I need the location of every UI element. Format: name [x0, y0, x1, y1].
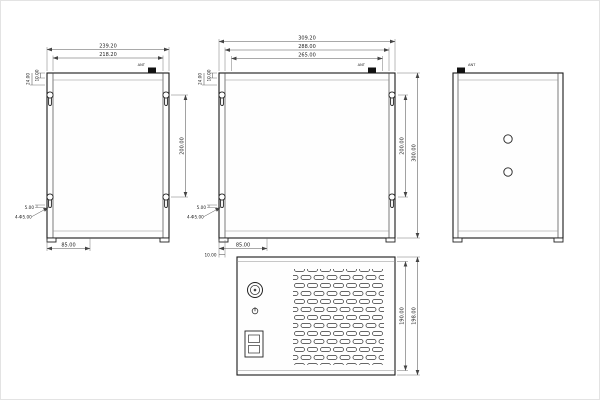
dim-a-hole-callout: 4-Φ5.00: [15, 215, 32, 220]
view-b-main-panel: ANT: [218, 63, 396, 243]
dim-a-slot-offset: 5.00: [25, 205, 35, 210]
dim-d-height-outer: 198.00: [412, 307, 418, 325]
view-b-dimensions: 309.20 288.00 265.00 10.00 24.00 5.00 4-…: [187, 36, 420, 258]
connector-label: ANT: [358, 63, 366, 67]
vent-grille: [293, 269, 384, 365]
dim-a-top-offset: 10.00: [35, 69, 40, 81]
dim-b-bottom: 85.00: [236, 243, 250, 249]
dim-a-width-outer: 239.20: [99, 44, 117, 50]
top-connector: [368, 67, 376, 73]
dim-a-width-inner: 218.20: [99, 52, 117, 58]
dim-b-hole-top-offset: 24.00: [198, 73, 203, 85]
dim-a-hole-top-offset: 24.00: [26, 73, 31, 85]
power-button: [247, 282, 263, 298]
dim-b-width-inner: 265.00: [298, 53, 316, 59]
mount-hole: [503, 134, 513, 144]
view-c-outline: [452, 72, 564, 239]
power-symbol-icon: [251, 307, 259, 315]
top-connector: [457, 67, 465, 73]
connector-label: ANT: [468, 63, 476, 67]
foot: [46, 237, 57, 243]
dim-b-hole-spacing: 200.00: [400, 137, 406, 155]
mount-hole: [503, 167, 513, 177]
foot: [553, 237, 564, 243]
foot: [452, 237, 463, 243]
dim-b-slot-offset: 5.00: [197, 205, 207, 210]
view-c-side-panel: ANT: [452, 63, 564, 243]
view-a-side-panel: ANT: [46, 63, 170, 243]
foot: [218, 237, 229, 243]
view-a-dimensions: 239.20 218.20 10.00 24.00 200.00 5.00 4-…: [15, 44, 188, 251]
dim-b-hole-callout: 4-Φ5.00: [187, 215, 204, 220]
dim-b-top-offset: 10.00: [207, 69, 212, 81]
foot: [159, 237, 170, 243]
dim-a-hole-spacing: 200.00: [180, 137, 186, 155]
foot: [385, 237, 396, 243]
dim-a-bottom: 85.00: [61, 243, 75, 249]
view-b-outline: [218, 72, 396, 239]
dim-b-bottom-offset: 10.00: [205, 253, 217, 258]
dim-b-height-outer: 300.00: [412, 144, 418, 162]
connector-label: ANT: [138, 63, 146, 67]
usb-ports: [244, 330, 264, 358]
dim-d-height-inner: 190.00: [400, 307, 406, 325]
view-d-front-panel: [236, 256, 396, 376]
top-connector: [148, 67, 156, 73]
dim-b-width-mid: 288.00: [298, 44, 316, 50]
view-a-outline: [46, 72, 170, 239]
dim-b-width-outer: 309.20: [298, 36, 316, 42]
view-d-dimensions: 190.00 198.00: [397, 256, 420, 376]
